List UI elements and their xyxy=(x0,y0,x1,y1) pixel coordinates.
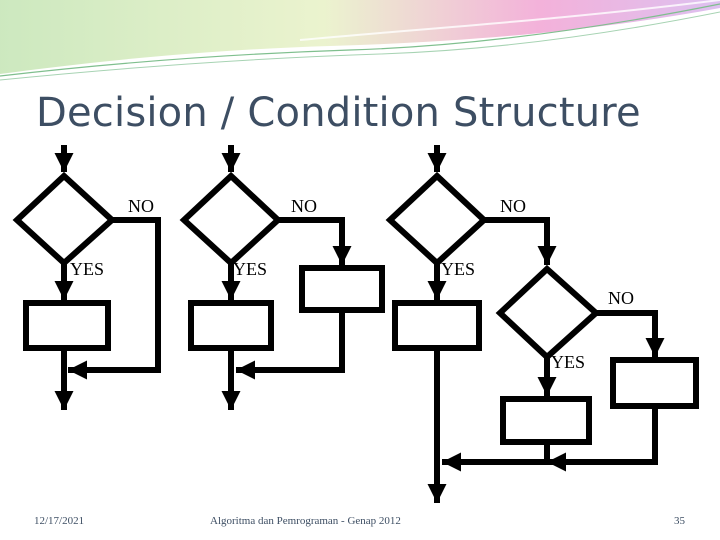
no-label: NO xyxy=(128,196,154,216)
no-label: NO xyxy=(291,196,317,216)
flow-line xyxy=(68,217,161,380)
flow-line xyxy=(596,310,665,357)
process-box xyxy=(299,265,385,313)
structure-2 xyxy=(179,145,385,410)
yes-label: YES xyxy=(70,259,104,279)
yes-label: YES xyxy=(441,259,475,279)
process-box xyxy=(392,300,482,351)
footer-course: Algoritma dan Pemrograman - Genap 2012 xyxy=(210,515,401,527)
decision-diamond-nested xyxy=(495,264,601,362)
flow-line xyxy=(442,442,550,472)
decision-diamond xyxy=(385,171,489,268)
process-box xyxy=(500,396,592,445)
footer-date: 12/17/2021 xyxy=(34,515,85,527)
yes-label: YES xyxy=(233,259,267,279)
process-box xyxy=(23,300,111,351)
yes-label-nested: YES xyxy=(551,352,585,372)
decision-diamond xyxy=(179,171,283,268)
structure-3 xyxy=(385,145,699,503)
flow-line xyxy=(484,217,557,265)
page-number: 35 xyxy=(674,515,685,527)
flow-line xyxy=(547,406,658,472)
no-label: NO xyxy=(500,196,526,216)
flow-line xyxy=(278,217,352,265)
decision-diamond xyxy=(12,171,117,268)
structure-1 xyxy=(12,145,161,410)
process-box xyxy=(188,300,274,351)
no-label-nested: NO xyxy=(608,288,634,308)
process-box xyxy=(610,357,699,409)
slide-title: Decision / Condition Structure xyxy=(36,90,641,136)
flow-line xyxy=(236,310,345,380)
